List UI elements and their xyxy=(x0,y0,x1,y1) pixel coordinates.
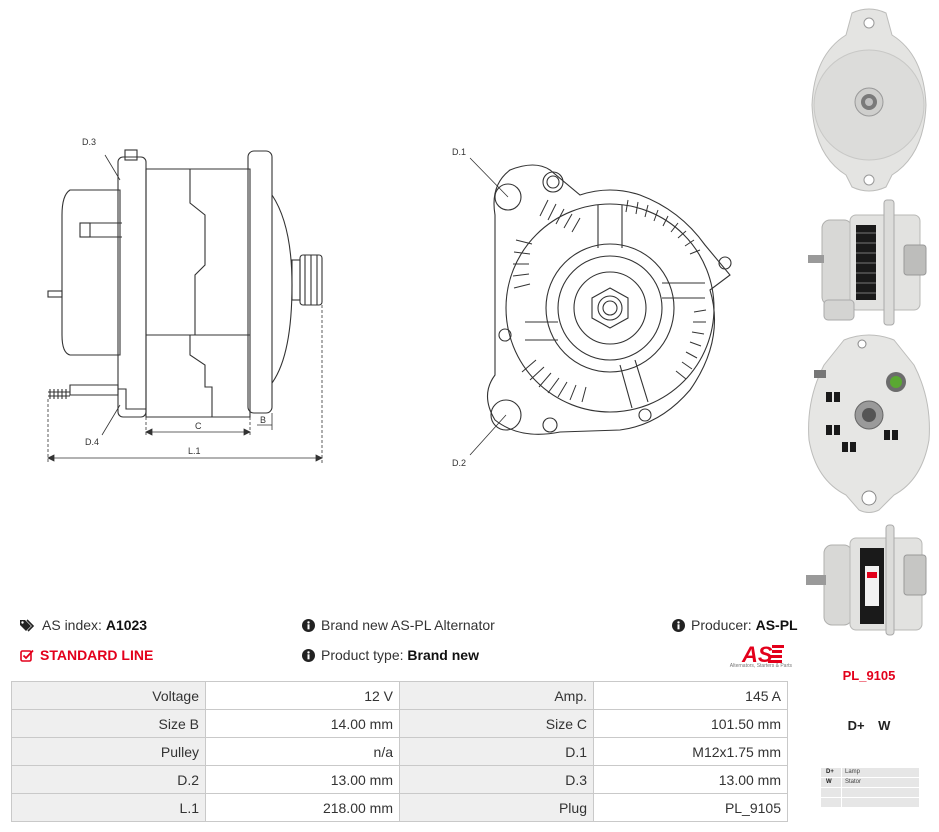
producer: Producer: AS-PL xyxy=(672,617,798,633)
plug-code: PL_9105 xyxy=(842,668,896,683)
spec-label: L.1 xyxy=(11,793,206,822)
table-row: L.1 218.00 mm Plug PL_9105 xyxy=(11,793,788,822)
label-b: B xyxy=(260,415,266,425)
as-pl-logo[interactable]: AS xyxy=(712,640,792,672)
spec-label: D.2 xyxy=(11,765,206,794)
legend-key: W xyxy=(821,778,841,787)
spec-value: 13.00 mm xyxy=(205,765,400,794)
label-c: C xyxy=(195,421,202,431)
table-row: Size B 14.00 mm Size C 101.50 mm xyxy=(11,709,788,738)
spec-value: 13.00 mm xyxy=(593,765,788,794)
spec-value: PL_9105 xyxy=(593,793,788,822)
legend-row: D+ Lamp xyxy=(821,768,919,777)
front-view-drawing: D.1 D.2 xyxy=(452,147,732,468)
product-type-value: Brand new xyxy=(407,647,479,663)
legend-value: Stator xyxy=(842,778,919,787)
product-photo-side[interactable] xyxy=(804,195,934,330)
spec-value: 12 V xyxy=(205,681,400,710)
legend-key xyxy=(821,798,841,807)
plug-terminals: D+ W xyxy=(847,718,891,733)
side-view-drawing: D.3 D.4 C B L.1 xyxy=(47,137,323,463)
spec-label: D.1 xyxy=(399,737,594,766)
legend-key: D+ xyxy=(821,768,841,777)
standard-line-label: STANDARD LINE xyxy=(40,647,154,663)
table-row: Pulley n/a D.1 M12x1.75 mm xyxy=(11,737,788,766)
spec-label: Size B xyxy=(11,709,206,738)
spec-value: 218.00 mm xyxy=(205,793,400,822)
spec-label: Voltage xyxy=(11,681,206,710)
legend-row xyxy=(821,798,919,807)
product-photo-regulator[interactable] xyxy=(804,520,934,640)
spec-label: D.3 xyxy=(399,765,594,794)
legend-value xyxy=(842,798,919,807)
producer-label: Producer: xyxy=(691,617,752,633)
info-circle-icon xyxy=(672,618,685,632)
spec-value: 145 A xyxy=(593,681,788,710)
legend-key xyxy=(821,788,841,797)
spec-value: M12x1.75 mm xyxy=(593,737,788,766)
specs-table: Voltage 12 V Amp. 145 A Size B 14.00 mm … xyxy=(11,681,788,822)
product-type-label: Product type: xyxy=(321,647,404,663)
label-l1: L.1 xyxy=(188,446,201,456)
spec-value: n/a xyxy=(205,737,400,766)
logo-text: AS xyxy=(741,642,773,667)
product-type: Product type: Brand new xyxy=(302,647,479,663)
logo-subtitle: Alternators, Starters & Parts xyxy=(729,663,792,669)
table-row: Voltage 12 V Amp. 145 A xyxy=(11,681,788,710)
brand-new-text: Brand new AS-PL Alternator xyxy=(321,617,495,633)
spec-label: Amp. xyxy=(399,681,594,710)
standard-line: STANDARD LINE xyxy=(20,647,153,663)
as-index: AS index: A1023 xyxy=(20,617,147,633)
check-square-icon xyxy=(20,649,34,662)
label-d3: D.3 xyxy=(82,137,96,147)
product-photo-pulley-side[interactable] xyxy=(804,5,934,195)
tags-icon xyxy=(20,618,35,632)
legend-value: Lamp xyxy=(842,768,919,777)
spec-label: Size C xyxy=(399,709,594,738)
info-circle-icon xyxy=(302,648,315,662)
label-d2: D.2 xyxy=(452,458,466,468)
legend-value xyxy=(842,788,919,797)
plug-legend: D+ Lamp W Stator xyxy=(821,768,919,808)
spec-value: 101.50 mm xyxy=(593,709,788,738)
spec-value: 14.00 mm xyxy=(205,709,400,738)
label-d4: D.4 xyxy=(85,437,99,447)
info-circle-icon xyxy=(302,618,315,632)
product-photo-rear[interactable] xyxy=(804,330,934,515)
as-index-value: A1023 xyxy=(105,617,148,633)
as-index-label: AS index: xyxy=(42,617,102,633)
legend-row: W Stator xyxy=(821,778,919,787)
brand-new-info: Brand new AS-PL Alternator xyxy=(302,617,495,633)
spec-label: Plug xyxy=(399,793,594,822)
table-row: D.2 13.00 mm D.3 13.00 mm xyxy=(11,765,788,794)
label-d1: D.1 xyxy=(452,147,466,157)
producer-value: AS-PL xyxy=(755,617,798,633)
spec-label: Pulley xyxy=(11,737,206,766)
legend-row xyxy=(821,788,919,797)
